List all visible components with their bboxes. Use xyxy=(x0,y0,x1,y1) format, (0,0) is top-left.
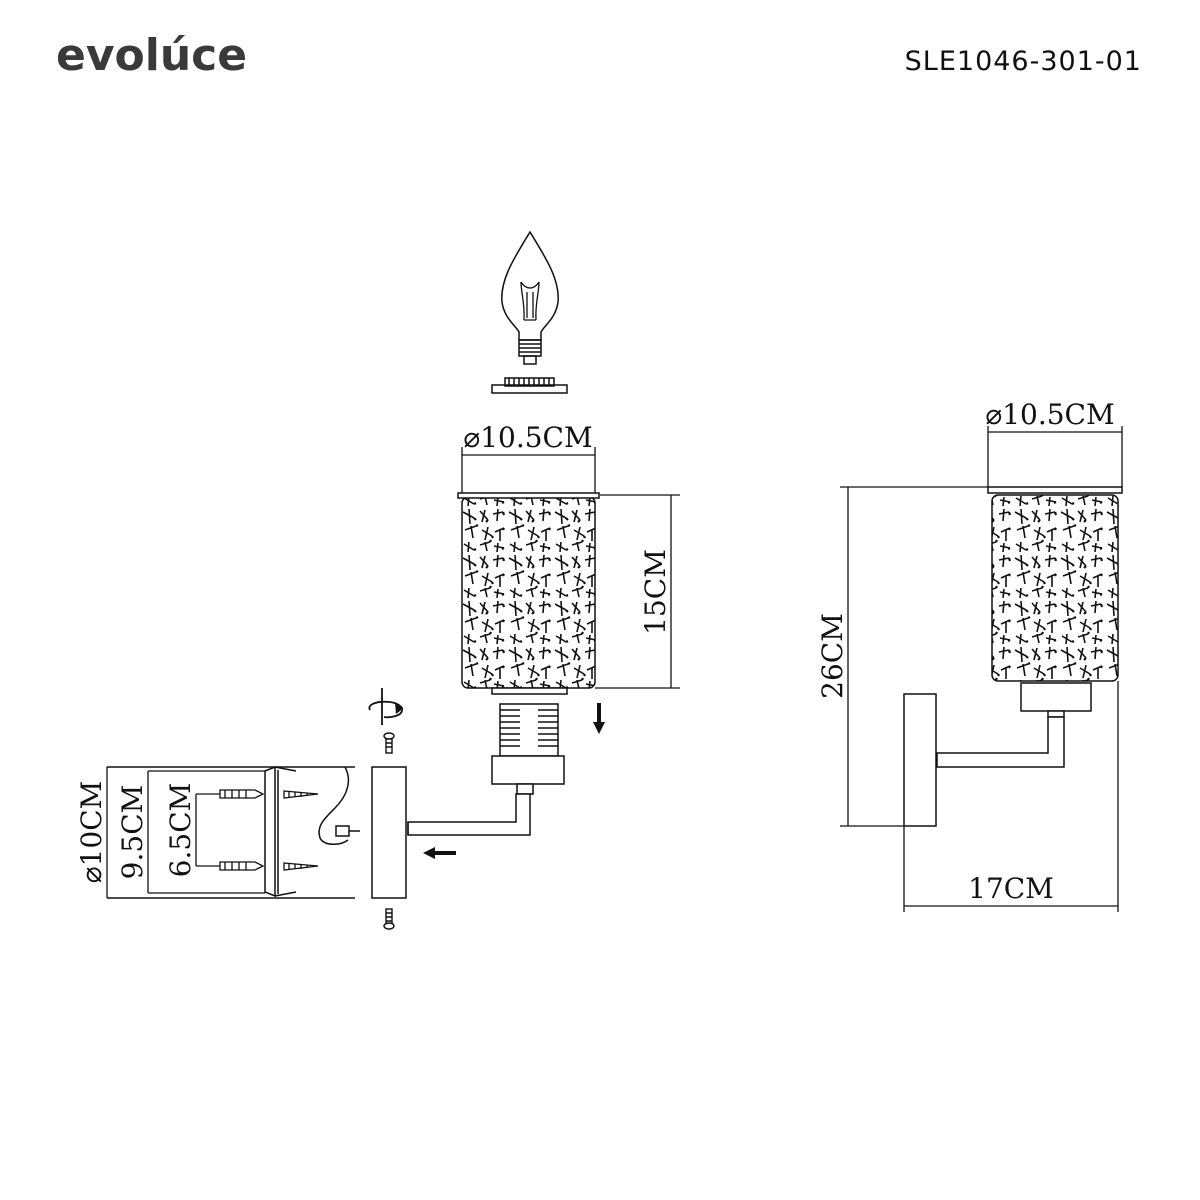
mounting-plate xyxy=(107,765,360,899)
wall-anchor-bottom xyxy=(219,861,265,871)
front-shade-height-dim xyxy=(595,494,680,689)
wall-screw-top xyxy=(283,790,319,799)
backplate-screw-top xyxy=(383,732,395,754)
wall-screw-bottom xyxy=(283,862,319,871)
total-height-dim xyxy=(840,486,988,827)
candle-bulb xyxy=(501,230,559,365)
front-shade-diameter-label: ⌀10.5CM xyxy=(463,421,592,454)
outer-spacing-dim xyxy=(147,770,265,894)
side-shade xyxy=(987,486,1123,682)
side-shade-diameter-label: ⌀10.5CM xyxy=(985,398,1114,431)
side-arm xyxy=(936,716,1065,768)
install-down-arrow-icon xyxy=(593,703,605,734)
side-backplate xyxy=(903,693,937,827)
lamp-socket xyxy=(491,687,568,795)
front-backplate xyxy=(371,766,407,899)
ring-nut xyxy=(491,377,568,394)
model-number: SLE1046-301-01 xyxy=(904,46,1142,77)
backplate-screw-bottom xyxy=(383,908,395,930)
rotate-icon xyxy=(368,688,404,725)
outer-spacing-label: 9.5CM xyxy=(116,785,149,880)
front-shade-diameter-dim xyxy=(461,447,596,493)
total-height-label: 26CM xyxy=(816,613,849,699)
inner-spacing-dim xyxy=(195,793,220,867)
front-arm xyxy=(407,793,531,836)
plate-diameter-label: ⌀10CM xyxy=(75,781,108,884)
side-socket xyxy=(1020,682,1092,718)
front-shade-height-label: 15CM xyxy=(639,549,672,635)
front-shade xyxy=(457,492,600,689)
inner-spacing-label: 6.5CM xyxy=(164,783,197,878)
install-left-arrow-icon xyxy=(423,847,456,859)
side-shade-diameter-dim xyxy=(987,426,1123,487)
wall-anchor-top xyxy=(219,789,265,799)
brand-logo: evolúce xyxy=(56,30,248,81)
projection-label: 17CM xyxy=(968,872,1054,905)
projection-dim xyxy=(903,681,1119,912)
